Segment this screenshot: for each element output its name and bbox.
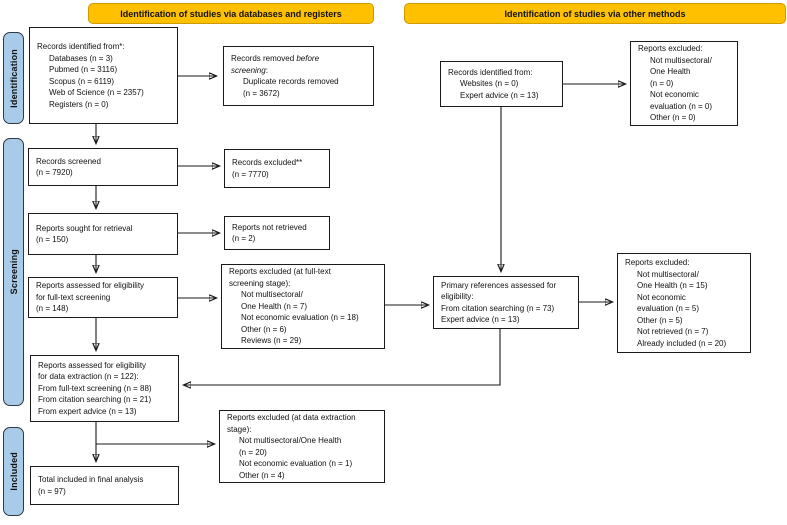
box-line: From expert advice (n = 13) — [38, 406, 137, 416]
box-line: screening stage): — [229, 278, 291, 288]
box-line: (n = 20) — [239, 447, 267, 457]
box-line: (n = 97) — [38, 486, 66, 496]
box-line: Reports excluded: — [625, 258, 690, 267]
box-line: Reports assessed for eligibility — [38, 360, 147, 370]
box-line: Records excluded** — [232, 158, 303, 167]
box-line: Not economic — [650, 90, 699, 100]
box-line: (n = 7920) — [36, 168, 73, 177]
box-line: Reports assessed for eligibility — [36, 281, 145, 291]
box-line: Reports excluded (at data extraction — [227, 413, 356, 422]
box-line: Records screened — [36, 156, 101, 166]
box-line: Expert advice (n = 13) — [441, 315, 520, 324]
box-line: Other (n = 0) — [650, 113, 696, 123]
box-line: One Health (n = 15) — [637, 281, 708, 290]
box-line: Websites (n = 0) — [460, 79, 519, 89]
box-assessed-fulltext: Reports assessed for eligibility for ful… — [28, 277, 178, 318]
box-excluded-fulltext: Reports excluded (at full-text screening… — [221, 264, 385, 349]
header-label: Identification of studies via other meth… — [504, 8, 686, 19]
box-line: From citation searching (n = 21) — [38, 395, 152, 405]
box-line: Other (n = 6) — [241, 324, 287, 334]
box-line: Records identified from: — [448, 67, 533, 77]
box-line: Other (n = 4) — [239, 470, 285, 480]
box-line: Reports not retrieved — [232, 222, 307, 232]
box-line: Duplicate records removed — [243, 77, 339, 86]
box-line: From citation searching (n = 73) — [441, 303, 555, 313]
box-line: One Health — [650, 67, 691, 77]
box-excluded-primary: Reports excluded: Not multisectoral/ One… — [617, 253, 751, 353]
box-records-screened: Records screened (n = 7920) — [28, 148, 178, 186]
stage-identification: Identification — [3, 32, 24, 124]
box-reports-sought: Reports sought for retrieval (n = 150) — [28, 213, 178, 255]
box-line: Records removed before — [231, 54, 320, 63]
box-line: Not multisectoral/ — [637, 269, 699, 279]
box-records-excluded: Records excluded** (n = 7770) — [224, 149, 330, 188]
box-excluded-extraction: Reports excluded (at data extraction sta… — [219, 410, 385, 483]
box-line: Pubmed (n = 3116) — [49, 65, 118, 74]
stage-label: Included — [8, 452, 19, 491]
box-primary-references: Primary references assessed for eligibil… — [433, 276, 579, 329]
box-line: stage): — [227, 424, 252, 434]
box-line: Not multisectoral/ — [650, 55, 712, 65]
box-line: Not multisectoral/ — [241, 290, 303, 300]
box-line: Not retrieved (n = 7) — [637, 327, 709, 336]
box-line: Web of Science (n = 2357) — [49, 88, 144, 97]
box-line: (n = 148) — [36, 304, 69, 314]
box-line: Reviews (n = 29) — [241, 336, 302, 346]
stage-label: Identification — [8, 48, 19, 108]
stage-included: Included — [3, 427, 24, 516]
stage-label: Screening — [8, 249, 19, 295]
box-line: (n = 7770) — [232, 169, 269, 179]
box-line: evaluation (n = 0) — [650, 101, 713, 111]
box-line: Not economic — [637, 292, 686, 302]
box-records-identified-other: Records identified from: Websites (n = 0… — [440, 61, 563, 107]
box-line: Expert advice (n = 13) — [460, 90, 539, 100]
header-other-methods: Identification of studies via other meth… — [404, 3, 786, 24]
box-line: Reports excluded (at full-text — [229, 267, 331, 277]
box-line: screening: — [231, 65, 268, 75]
box-excluded-other: Reports excluded: Not multisectoral/ One… — [630, 41, 738, 126]
box-line: Not economic evaluation (n = 1) — [239, 459, 353, 468]
box-line: Primary references assessed for — [441, 280, 557, 290]
box-line: eligibility: — [441, 292, 474, 301]
box-line: Registers (n = 0) — [49, 99, 109, 109]
box-line: Reports excluded: — [638, 44, 703, 54]
box-line: One Health (n = 7) — [241, 301, 308, 311]
box-records-removed: Records removed before screening: Duplic… — [223, 46, 374, 106]
box-line: Not multisectoral/One Health — [239, 436, 342, 445]
box-records-identified-databases: Records identified from*: Databases (n =… — [29, 27, 178, 124]
box-line: for data extraction (n = 122): — [38, 372, 139, 382]
box-line: Reports sought for retrieval — [36, 223, 133, 233]
box-line: Already included (n = 20) — [637, 338, 727, 348]
box-line: Other (n = 5) — [637, 315, 683, 325]
box-line: evaluation (n = 5) — [637, 304, 700, 313]
box-line: Records identified from*: — [37, 42, 125, 51]
box-line: Scopus (n = 6119) — [49, 76, 115, 86]
box-line: From full-text screening (n = 88) — [38, 383, 152, 393]
box-line: for full-text screening — [36, 292, 111, 302]
box-assessed-extraction: Reports assessed for eligibility for dat… — [30, 355, 179, 422]
header-databases-registers: Identification of studies via databases … — [88, 3, 374, 24]
box-reports-not-retrieved: Reports not retrieved (n = 2) — [224, 216, 330, 250]
stage-screening: Screening — [3, 138, 24, 406]
header-label: Identification of studies via databases … — [120, 8, 342, 19]
box-total-included: Total included in final analysis (n = 97… — [30, 466, 179, 505]
box-line: Total included in final analysis — [38, 475, 144, 484]
box-line: (n = 150) — [36, 235, 69, 244]
box-line: (n = 0) — [650, 78, 674, 88]
box-line: (n = 2) — [232, 234, 256, 243]
box-line: Databases (n = 3) — [49, 53, 113, 63]
box-line: (n = 3672) — [243, 88, 280, 98]
box-line: Not economic evaluation (n = 18) — [241, 313, 359, 323]
